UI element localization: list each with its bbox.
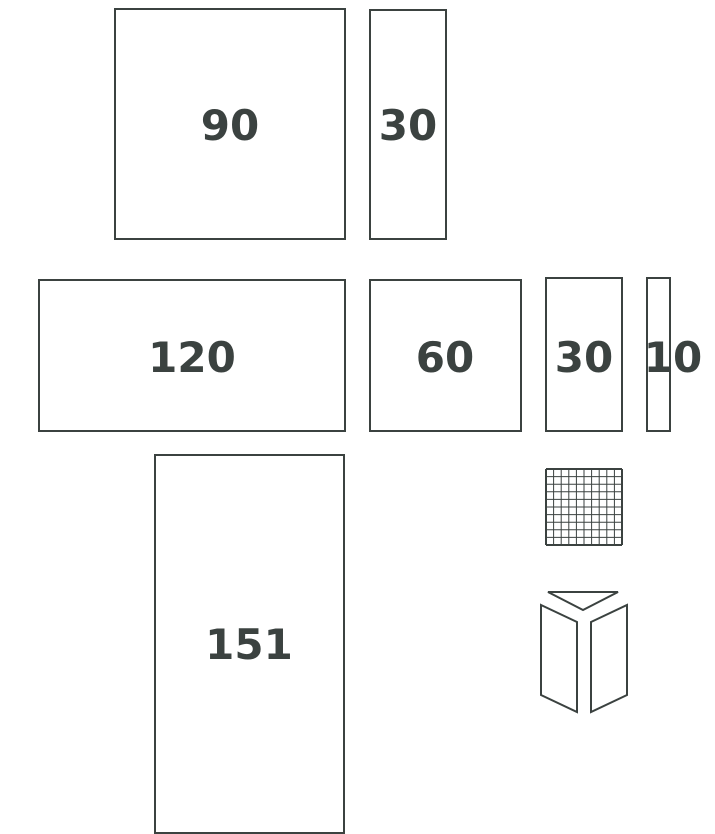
block-30-mid-label: 30 — [555, 337, 613, 379]
cube-top-face — [548, 592, 618, 610]
block-60-label: 60 — [416, 337, 474, 379]
block-90-label: 90 — [201, 105, 259, 147]
block-120-label: 120 — [148, 337, 236, 379]
cube-left-face — [541, 605, 577, 712]
grid-lines — [546, 469, 622, 545]
grid-icon — [545, 468, 625, 548]
block-10-label: 10 — [644, 337, 702, 379]
cube-right-face — [591, 605, 627, 712]
block-30-top-label: 30 — [379, 105, 437, 147]
block-151-label: 151 — [205, 624, 293, 666]
cube-icon — [538, 590, 633, 715]
